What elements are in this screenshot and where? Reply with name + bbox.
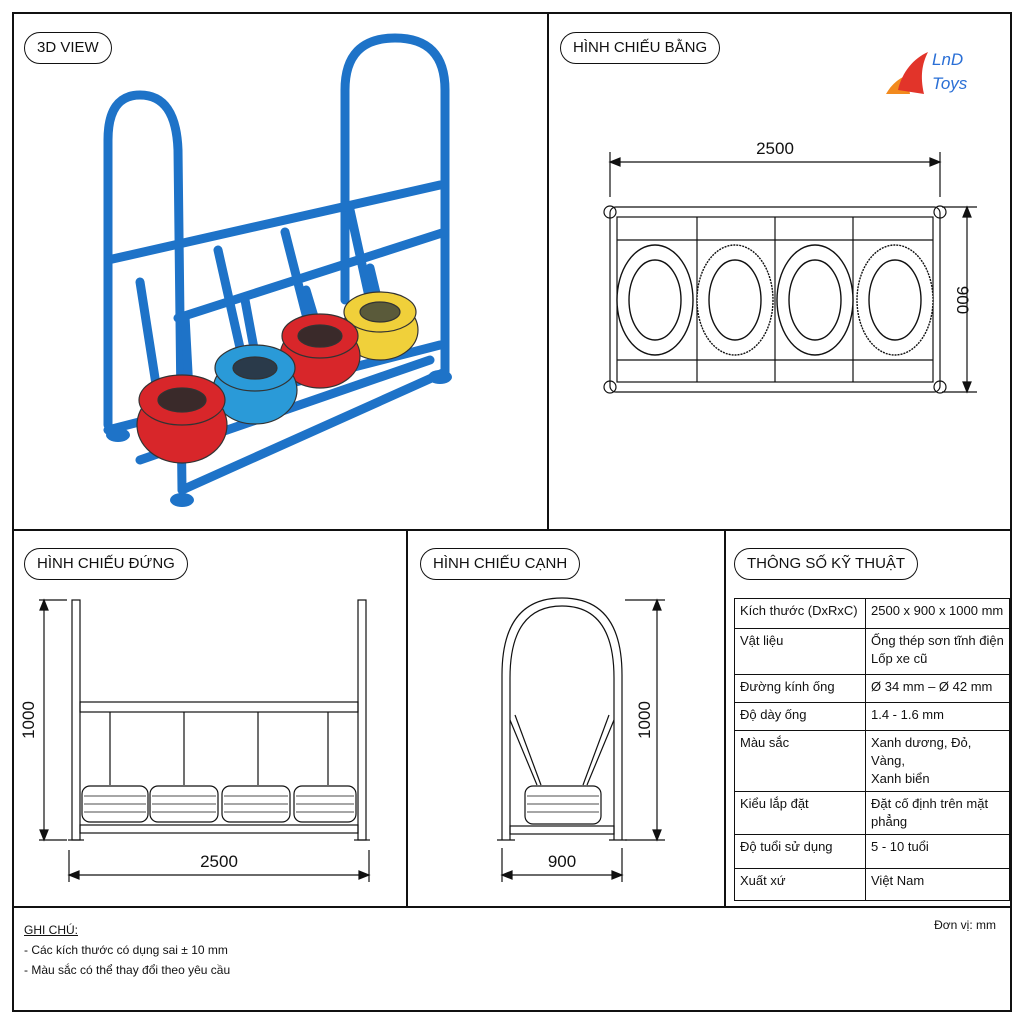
- side-view-drawing: 1000 900: [497, 597, 665, 882]
- spec-row: Xuất xứ Việt Nam: [734, 868, 1010, 901]
- tire-blue: [212, 344, 298, 425]
- spec-value: 2500 x 900 x 1000 mm: [865, 598, 1010, 629]
- logo-text-lnd: LnD: [932, 50, 964, 69]
- spec-value: 1.4 - 1.6 mm: [865, 702, 1010, 731]
- side-height-label: 1000: [635, 701, 654, 739]
- spec-row: Độ tuổi sử dụng 5 - 10 tuổi: [734, 834, 1010, 869]
- brand-logo: LnD Toys: [884, 50, 994, 100]
- spec-value: Việt Nam: [865, 868, 1010, 901]
- unit-label: Đơn vị: mm: [934, 918, 996, 932]
- top-view-drawing: 2500 900: [603, 139, 977, 394]
- divider-notes: [12, 906, 1012, 908]
- panel-tag-side-view: HÌNH CHIẾU CẠNH: [420, 548, 581, 580]
- note-item: - Các kích thước có dụng sai ± 10 mm: [24, 943, 228, 957]
- spec-label: Xuất xứ: [734, 868, 866, 901]
- divider-bottom-left: [406, 529, 408, 907]
- panel-tag-3d-view: 3D VIEW: [24, 32, 112, 64]
- spec-label: Độ tuổi sử dụng: [734, 834, 866, 869]
- divider-top-vertical: [547, 12, 549, 530]
- spec-row: Kiểu lắp đặt Đặt cố định trên mặt phẳng: [734, 791, 1010, 835]
- logo-flame-icon: [886, 52, 928, 94]
- spec-value: Ø 34 mm – Ø 42 mm: [865, 674, 1010, 703]
- spec-label: Kiểu lắp đặt: [734, 791, 866, 835]
- spec-label: Màu sắc: [734, 730, 866, 792]
- tire-red-front: [136, 374, 228, 464]
- divider-middle: [12, 529, 1012, 531]
- notes-block: GHI CHÚ: - Các kích thước có dụng sai ± …: [24, 920, 230, 980]
- drawing-frame: [12, 12, 1012, 1012]
- panel-tag-specifications: THÔNG SỐ KỸ THUẬT: [734, 548, 919, 580]
- front-view-drawing: 1000 2500: [19, 598, 371, 882]
- rack-3d-illustration: [103, 33, 452, 507]
- panel-tag-front-view: HÌNH CHIẾU ĐỨNG: [24, 548, 188, 580]
- top-depth-label: 900: [953, 286, 972, 314]
- divider-bottom-right: [724, 529, 726, 907]
- spec-value-line: Xanh dương, Đỏ, Vàng,: [871, 735, 972, 768]
- spec-value-line: Ống thép sơn tĩnh điện: [871, 633, 1004, 648]
- spec-label: Độ dày ống: [734, 702, 866, 731]
- spec-row: Màu sắc Xanh dương, Đỏ, Vàng, Xanh biển: [734, 730, 1010, 792]
- spec-value: 5 - 10 tuổi: [865, 834, 1010, 869]
- front-width-label: 2500: [200, 852, 238, 871]
- spec-row: Độ dày ống 1.4 - 1.6 mm: [734, 702, 1010, 731]
- top-width-label: 2500: [756, 139, 794, 158]
- logo-text-toys: Toys: [932, 74, 968, 93]
- spec-value: Đặt cố định trên mặt phẳng: [865, 791, 1010, 835]
- note-item: - Màu sắc có thể thay đổi theo yêu cầu: [24, 963, 231, 977]
- spec-row: Kích thước (DxRxC) 2500 x 900 x 1000 mm: [734, 598, 1010, 629]
- notes-heading: GHI CHÚ:: [24, 923, 78, 937]
- spec-label: Kích thước (DxRxC): [734, 598, 866, 629]
- tire-yellow: [341, 291, 419, 361]
- spec-label: Vật liệu: [734, 628, 866, 675]
- spec-row: Đường kính ống Ø 34 mm – Ø 42 mm: [734, 674, 1010, 703]
- spec-value-line: Lốp xe cũ: [871, 651, 928, 666]
- tire-red-back: [279, 313, 361, 389]
- side-width-label: 900: [548, 852, 576, 871]
- spec-value-line: Xanh biển: [871, 771, 930, 786]
- panel-tag-top-view: HÌNH CHIẾU BẰNG: [560, 32, 721, 64]
- spec-table: Kích thước (DxRxC) 2500 x 900 x 1000 mm …: [734, 598, 1010, 901]
- spec-label: Đường kính ống: [734, 674, 866, 703]
- spec-value: Xanh dương, Đỏ, Vàng, Xanh biển: [865, 730, 1010, 792]
- front-height-label: 1000: [19, 701, 38, 739]
